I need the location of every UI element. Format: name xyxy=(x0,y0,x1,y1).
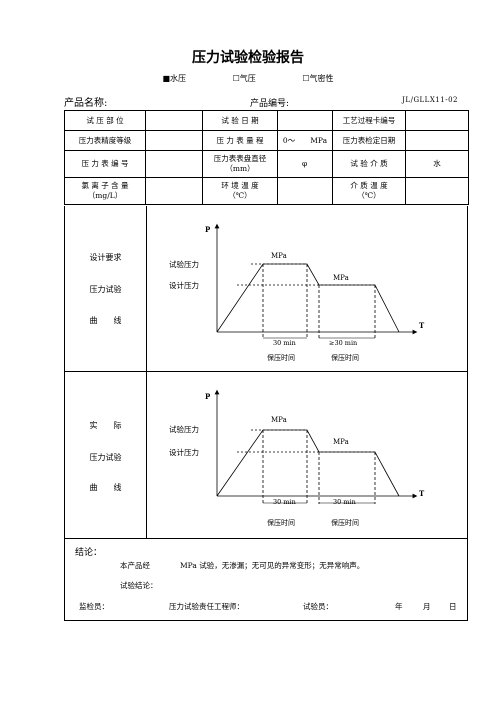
actual-pressure-curve: P T 试验压力 设计压力 MPa MPa 30 min 30 min 保压时间… xyxy=(169,389,425,527)
date-year-label: 年 xyxy=(395,602,403,611)
method-airtight-checkbox[interactable]: ☐气密性 xyxy=(302,74,334,83)
hold-time-label-1: 保压时间 xyxy=(267,518,295,527)
hold-time-2: 30 min xyxy=(333,498,356,506)
p-axis-label: P xyxy=(205,392,211,401)
table-row: 试 压 部 位 试 验 日 期 工艺过程卡编号 xyxy=(64,110,469,131)
table-row: 压力表精度等级 压 力 表 量 程 0～ MPa 压力表检定日期 xyxy=(64,130,469,151)
actual-curve-label: 实 际 压力试验 曲 线 xyxy=(65,372,147,538)
conclusion-heading: 结论： xyxy=(75,548,103,558)
dial-diameter-label: 压力表表盘直径（mm） xyxy=(202,150,278,178)
test-medium-value[interactable]: 水 xyxy=(405,150,469,178)
test-medium-label: 试 验 介 质 xyxy=(332,150,406,178)
test-pressure-label: 试验压力 xyxy=(169,424,199,434)
ambient-temp-label: 环 境 温 度（℃） xyxy=(202,177,278,205)
design-pressure-unit: MPa xyxy=(333,274,349,282)
chloride-content-value[interactable] xyxy=(145,177,203,205)
test-date-label: 试 验 日 期 xyxy=(202,110,278,131)
gauge-calibration-label: 压力表检定日期 xyxy=(332,130,406,151)
test-part-label: 试 压 部 位 xyxy=(64,110,146,131)
date-month-label: 月 xyxy=(423,602,431,611)
pressure-curve xyxy=(216,263,400,333)
hold-time-label-2: 保压时间 xyxy=(331,518,359,527)
hold-time-2: ≥30 min xyxy=(329,339,357,347)
dial-diameter-value[interactable]: φ xyxy=(277,150,333,178)
gauge-number-label: 压 力 表 编 号 xyxy=(64,150,146,178)
conclusion-line: 本产品经 MPa 试验，无渗漏；无可见的异常变形；无异常响声。 xyxy=(120,561,365,570)
table-row: 压 力 表 编 号 压力表表盘直径（mm） φ 试 验 介 质 水 xyxy=(64,150,469,178)
report-title: 压力试验检验报告 xyxy=(192,50,304,66)
medium-temp-label: 介 质 温 度（℃） xyxy=(332,177,406,205)
responsible-engineer-label: 压力试验责任工程师： xyxy=(169,602,244,611)
design-pressure-curve: P T 试验压力 设计压力 MPa MPa 30 min ≥30 min 保压时… xyxy=(169,223,425,362)
test-info-table: 试 压 部 位 试 验 日 期 工艺过程卡编号 压力表精度等级 压 力 表 量 … xyxy=(64,110,469,205)
medium-temp-value[interactable] xyxy=(405,177,469,205)
hold-time-label-1: 保压时间 xyxy=(267,353,295,362)
process-card-label: 工艺过程卡编号 xyxy=(332,110,406,131)
gauge-calibration-value[interactable] xyxy=(405,130,469,151)
gauge-number-value[interactable] xyxy=(145,150,203,178)
hold-time-1: 30 min xyxy=(273,498,296,506)
t-axis-label: T xyxy=(419,489,425,498)
gauge-range-label: 压 力 表 量 程 xyxy=(202,130,278,151)
conclusion-section: 结论： 本产品经 MPa 试验，无渗漏；无可见的异常变形；无异常响声。 试验结论… xyxy=(64,539,468,621)
pressure-curve xyxy=(216,429,400,497)
test-date-value[interactable] xyxy=(277,110,333,131)
test-conclusion-label: 试验结论： xyxy=(120,581,158,590)
gauge-accuracy-label: 压力表精度等级 xyxy=(64,130,146,151)
t-axis-label: T xyxy=(419,321,425,330)
product-name-label: 产品名称: xyxy=(64,98,108,109)
ambient-temp-value[interactable] xyxy=(277,177,333,205)
chloride-content-label: 氯 离 子 含 量（mg/L） xyxy=(64,177,146,205)
product-code-label: 产品编号: xyxy=(250,99,290,109)
hold-time-1: 30 min xyxy=(273,339,296,347)
gauge-range-value[interactable]: 0～ MPa xyxy=(277,130,333,151)
method-hydraulic-checkbox[interactable]: ■水压 xyxy=(162,74,187,83)
tester-label: 试验员： xyxy=(303,602,333,611)
product-info-line: 产品名称: 产品编号: JL/GLLX11-02 xyxy=(64,96,466,109)
table-row: 氯 离 子 含 量（mg/L） 环 境 温 度（℃） 介 质 温 度（℃） xyxy=(64,177,469,205)
inspector-label: 监检员： xyxy=(79,602,109,611)
design-pressure-unit: MPa xyxy=(333,438,349,446)
test-method-options: ■水压 ☐气压 ☐气密性 xyxy=(0,73,496,84)
method-pneumatic-checkbox[interactable]: ☐气压 xyxy=(232,74,256,83)
test-part-value[interactable] xyxy=(145,110,203,131)
hold-time-label-2: 保压时间 xyxy=(331,353,359,362)
design-pressure-label: 设计压力 xyxy=(169,280,199,290)
design-curve-section: 设计要求 压力试验 曲 线 P T 试验压力 设计压力 MPa MPa 30 m… xyxy=(64,206,468,372)
test-pressure-label: 试验压力 xyxy=(169,259,199,269)
p-axis-label: P xyxy=(205,225,211,234)
test-pressure-unit: MPa xyxy=(271,416,287,424)
test-pressure-unit: MPa xyxy=(271,252,287,260)
document-code: JL/GLLX11-02 xyxy=(402,96,458,104)
process-card-value[interactable] xyxy=(405,110,469,131)
actual-curve-section: 实 际 压力试验 曲 线 P T 试验压力 设计压力 MPa MPa 30 mi… xyxy=(64,372,468,539)
gauge-accuracy-value[interactable] xyxy=(145,130,203,151)
design-curve-label: 设计要求 压力试验 曲 线 xyxy=(65,206,147,371)
design-pressure-label: 设计压力 xyxy=(169,447,199,457)
date-day-label: 日 xyxy=(449,602,457,611)
